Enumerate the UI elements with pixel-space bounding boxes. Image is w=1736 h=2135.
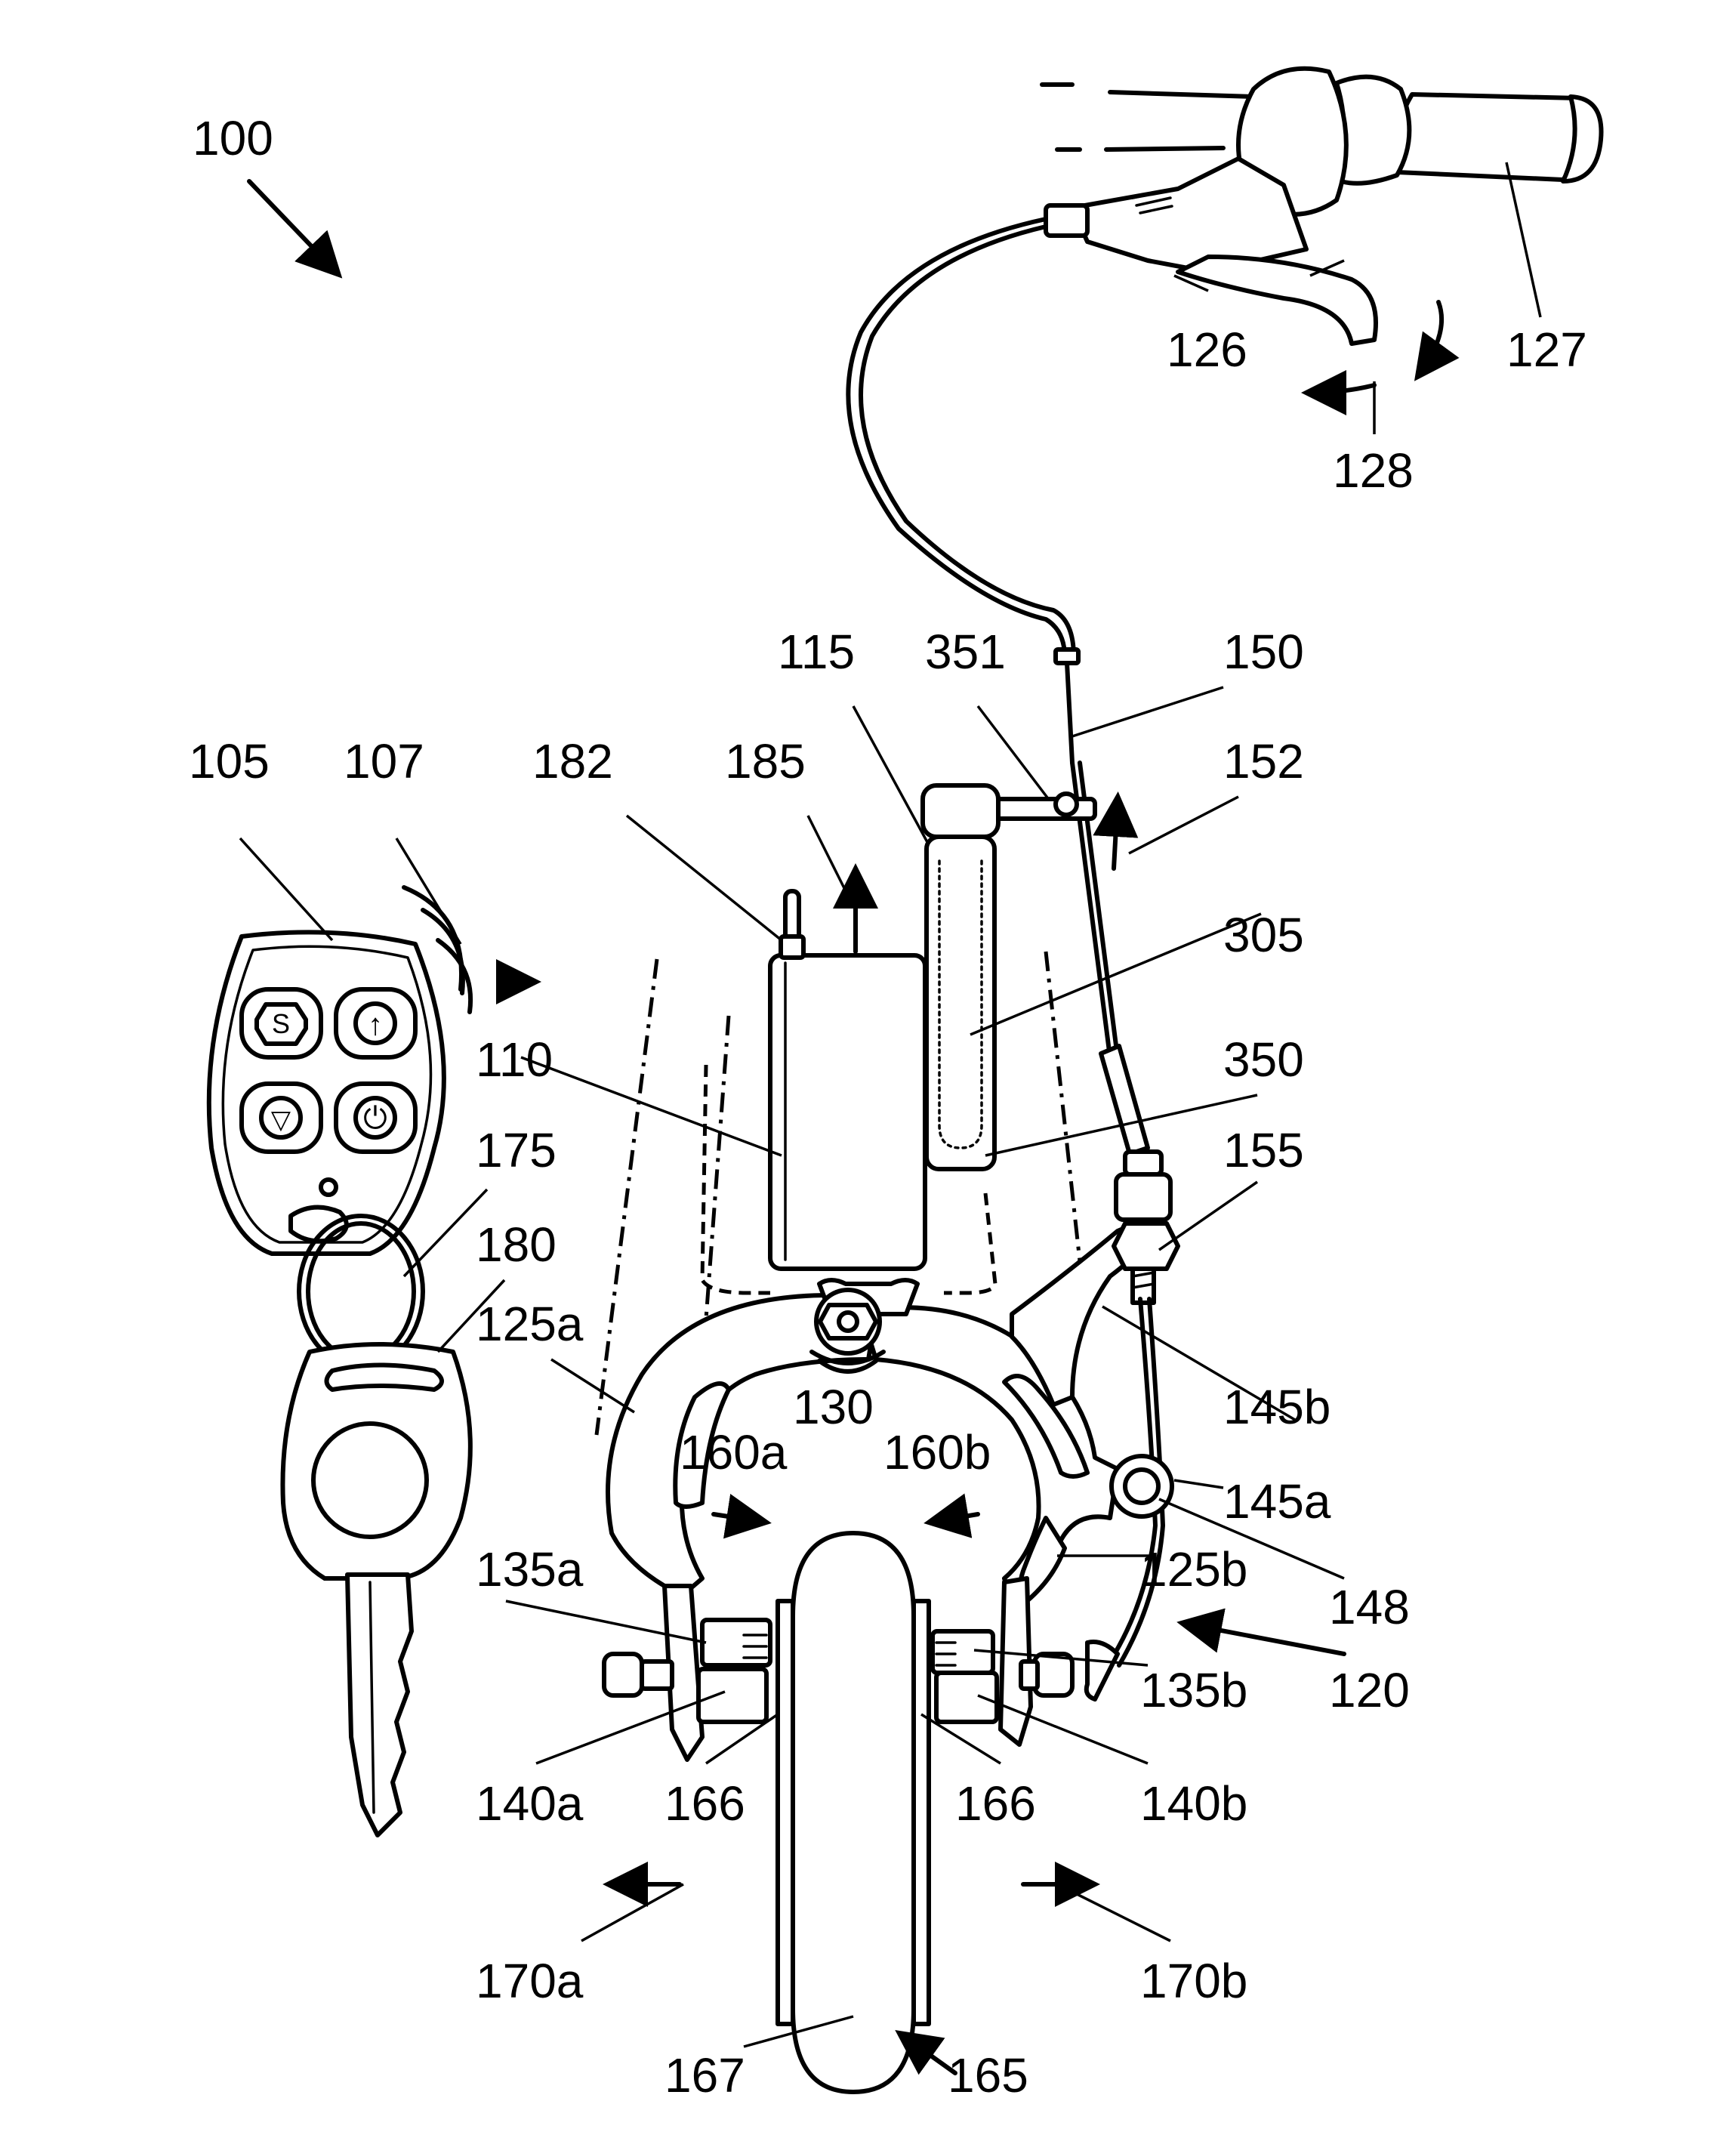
label-185: 185 <box>725 734 806 788</box>
fob-button-power: ⏻ <box>336 1084 415 1152</box>
label-140a: 140a <box>476 1776 584 1831</box>
pad-140a <box>698 1669 766 1722</box>
label-182: 182 <box>532 734 613 788</box>
actuator-cap <box>923 785 998 837</box>
fob-led <box>321 1180 336 1195</box>
actuator-assembly <box>770 785 1118 1269</box>
label-100: 100 <box>193 111 273 165</box>
label-115: 115 <box>778 625 855 679</box>
fob-button-stop: S <box>242 989 321 1057</box>
rim-left-166 <box>778 1601 793 2024</box>
up-arrow-icon: ↑ <box>368 1008 383 1041</box>
label-150: 150 <box>1223 625 1304 679</box>
label-152: 152 <box>1223 734 1304 788</box>
label-130: 130 <box>793 1380 874 1434</box>
label-127: 127 <box>1506 322 1587 377</box>
key-assembly <box>282 1216 470 1835</box>
power-icon: ⏻ <box>363 1102 387 1135</box>
rim-right-166 <box>914 1601 929 2024</box>
wheel-165 <box>778 1533 929 2092</box>
controller-110 <box>770 955 925 1269</box>
label-160a: 160a <box>680 1425 788 1479</box>
label-110: 110 <box>476 1032 553 1087</box>
label-148: 148 <box>1329 1580 1410 1634</box>
label-107: 107 <box>344 734 424 788</box>
label-305: 305 <box>1223 908 1304 962</box>
pad-140b <box>936 1673 997 1722</box>
label-125b: 125b <box>1140 1542 1247 1597</box>
bracket-351 <box>989 799 1095 819</box>
label-105: 105 <box>189 734 270 788</box>
stop-icon: S <box>272 1008 290 1039</box>
label-140b: 140b <box>1140 1776 1247 1831</box>
label-145b: 145b <box>1223 1380 1331 1434</box>
label-128: 128 <box>1333 443 1414 498</box>
tire-167 <box>793 1533 914 2092</box>
fob-button-down: ▽ <box>242 1084 321 1152</box>
down-arrow-icon: ▽ <box>271 1106 291 1134</box>
label-351: 351 <box>925 625 1006 679</box>
label-125a: 125a <box>476 1297 584 1351</box>
nut-155 <box>1114 1223 1178 1269</box>
label-145a: 145a <box>1223 1474 1331 1529</box>
label-350: 350 <box>1223 1032 1304 1087</box>
label-155: 155 <box>1223 1123 1304 1177</box>
grip-127 <box>1395 94 1583 180</box>
label-135b: 135b <box>1140 1663 1247 1717</box>
label-167: 167 <box>664 2048 745 2103</box>
lever-bracket <box>1072 159 1306 272</box>
label-170b: 170b <box>1140 1954 1247 2008</box>
label-166-left: 166 <box>664 1776 745 1831</box>
label-175: 175 <box>476 1123 557 1177</box>
label-170a: 170a <box>476 1954 584 2008</box>
label-135a: 135a <box>476 1542 584 1597</box>
fob-button-up: ↑ <box>336 989 415 1057</box>
label-120: 120 <box>1329 1663 1410 1717</box>
label-160b: 160b <box>883 1425 991 1479</box>
label-126: 126 <box>1167 322 1247 377</box>
actuator-body-115 <box>927 837 994 1169</box>
label-180: 180 <box>476 1217 557 1272</box>
key-blade <box>347 1575 412 1835</box>
label-166-right: 166 <box>955 1776 1036 1831</box>
label-165: 165 <box>948 2048 1028 2103</box>
